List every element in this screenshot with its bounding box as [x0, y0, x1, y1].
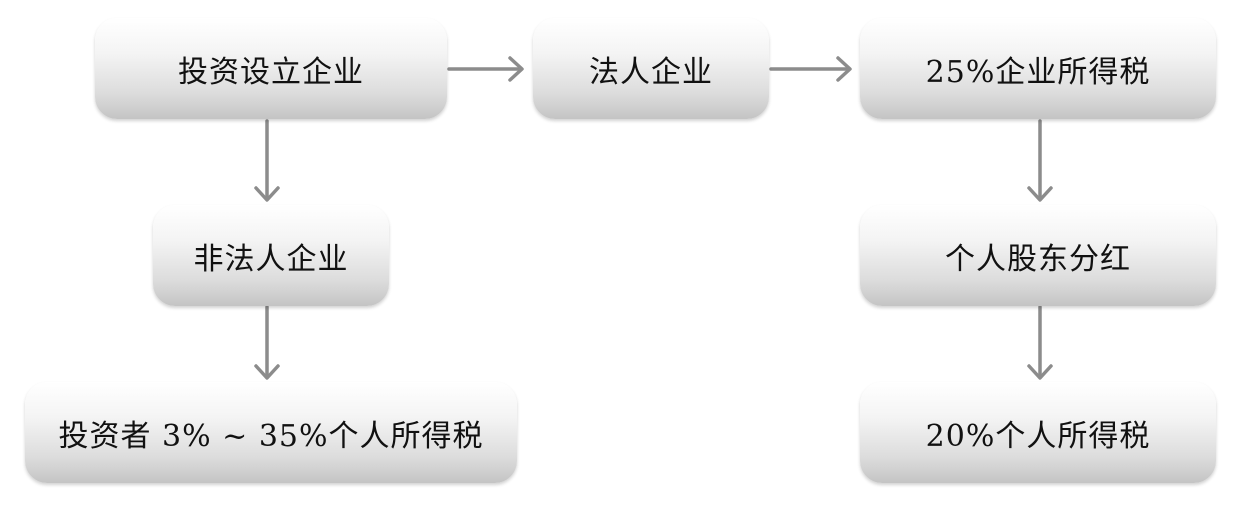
node-individual-income-tax-20: 20%个人所得税 [860, 382, 1216, 483]
arrow-cit-to-dividend [1027, 119, 1053, 202]
node-invest-enterprise-label: 投资设立企业 [178, 54, 364, 90]
node-legal-person-enterprise-label: 法人企业 [589, 54, 713, 90]
arrow-invest-to-nonlegal [254, 119, 280, 202]
node-individual-shareholder-dividend: 个人股东分红 [860, 205, 1216, 306]
node-invest-enterprise: 投资设立企业 [95, 18, 447, 119]
node-individual-income-tax-20-label: 20%个人所得税 [925, 418, 1151, 454]
node-non-legal-person-enterprise: 非法人企业 [153, 205, 389, 306]
arrow-invest-to-legal [447, 56, 524, 82]
arrow-dividend-to-pit-20 [1027, 305, 1053, 380]
node-individual-shareholder-dividend-label: 个人股东分红 [945, 241, 1131, 277]
node-investor-individual-income-tax-label: 投资者 3% ~ 35%个人所得税 [58, 418, 484, 454]
node-non-legal-person-enterprise-label: 非法人企业 [193, 241, 349, 277]
node-corporate-income-tax: 25%企业所得税 [860, 18, 1216, 119]
arrow-legal-to-cit [769, 56, 852, 82]
arrow-nonlegal-to-investor-pit [254, 305, 280, 380]
node-corporate-income-tax-label: 25%企业所得税 [925, 54, 1151, 90]
node-investor-individual-income-tax: 投资者 3% ~ 35%个人所得税 [25, 382, 517, 483]
node-legal-person-enterprise: 法人企业 [533, 18, 769, 119]
